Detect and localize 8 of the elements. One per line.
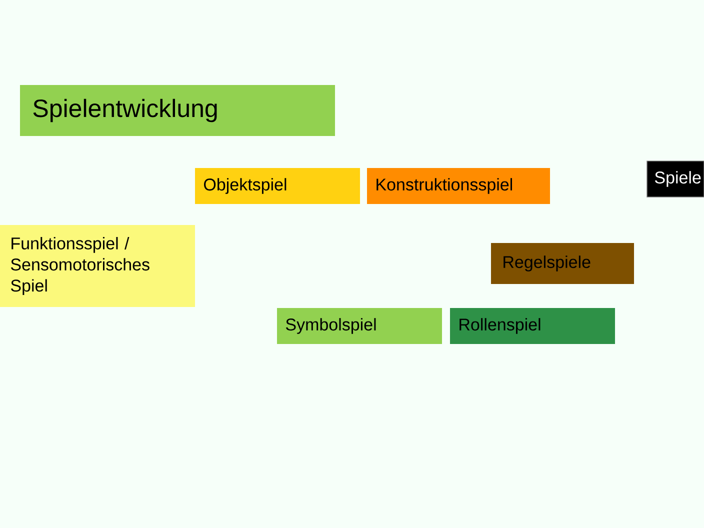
topic-box: Symbolspiel [277,308,442,344]
heading-box: Spielentwicklung [20,85,335,136]
topic-box: Konstruktionsspiel [367,168,550,204]
topic-box: Regelspiele [491,243,634,284]
topic-box: Funktionsspiel / Sensomotorisches Spiel [0,225,195,307]
topic-box: Spiele [646,160,704,198]
topic-box: Objektspiel [195,168,360,204]
topic-box: Rollenspiel [450,308,615,344]
